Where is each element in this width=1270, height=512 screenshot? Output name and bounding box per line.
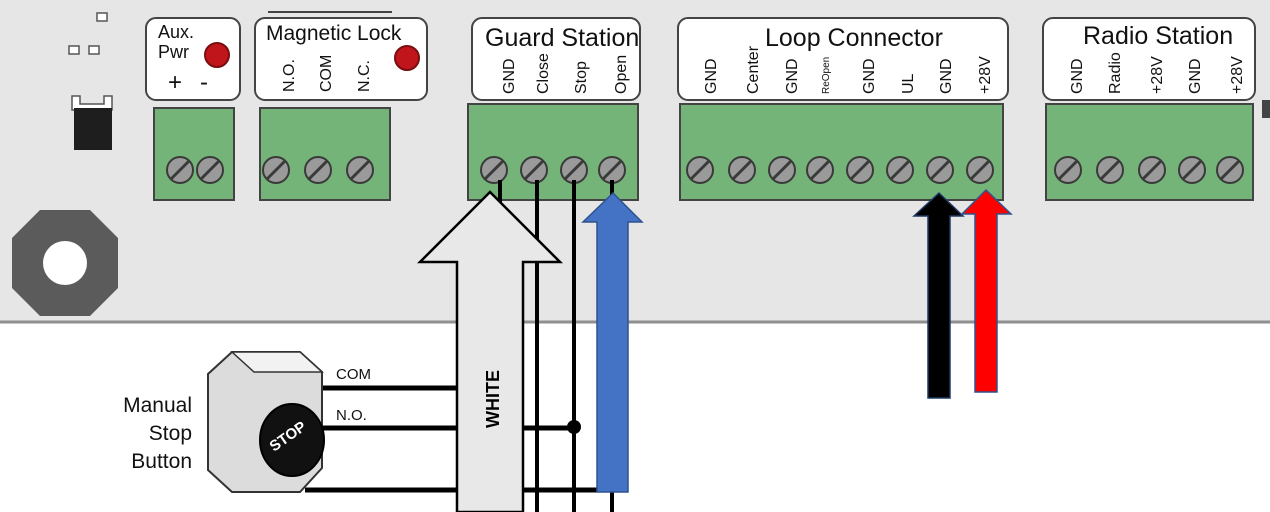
pin-label: +28V — [1149, 56, 1166, 94]
terminal-screw — [346, 156, 374, 184]
terminal-screw — [686, 156, 714, 184]
terminal-screw — [166, 156, 194, 184]
terminal-screw — [560, 156, 588, 184]
terminal-screw — [1178, 156, 1206, 184]
pin-label: GND — [1069, 58, 1086, 94]
loop-connector-title: Loop Connector — [765, 24, 943, 52]
loop-terminal-block — [679, 103, 1004, 201]
loop-connector-header — [677, 17, 1009, 101]
aux-terminal-block — [153, 107, 235, 201]
guard-station-title: Guard Station — [485, 24, 639, 52]
terminal-screw — [1216, 156, 1244, 184]
magnetic-lock-led — [394, 45, 420, 71]
terminal-screw — [806, 156, 834, 184]
pin-label: +28V — [977, 56, 994, 94]
terminal-blocks — [153, 103, 1254, 201]
terminal-screw — [728, 156, 756, 184]
jumper-block — [74, 108, 112, 150]
pin-label: Center — [745, 45, 762, 94]
aux-pin-minus: - — [200, 69, 208, 96]
terminal-screw — [966, 156, 994, 184]
pin-label: ReOpen — [821, 57, 832, 94]
terminal-screw — [480, 156, 508, 184]
magnetic-lock-terminal-block — [259, 107, 391, 201]
aux-title-line2: Pwr — [158, 42, 189, 62]
guard-station-terminal-block — [467, 103, 639, 201]
pin-label: GND — [501, 58, 518, 94]
pin-label: GND — [938, 58, 955, 94]
pin-label: GND — [1187, 58, 1204, 94]
terminal-screw — [304, 156, 332, 184]
pin-label: Close — [535, 53, 552, 94]
terminal-screw — [1096, 156, 1124, 184]
terminal-screw — [1138, 156, 1166, 184]
terminal-screw — [846, 156, 874, 184]
magnetic-lock-title: Magnetic Lock — [266, 22, 402, 45]
terminal-screw — [1054, 156, 1082, 184]
pin-label: N.O. — [281, 59, 298, 92]
red-arrow — [960, 188, 1013, 393]
radio-station-header — [1042, 17, 1256, 101]
pin-label: N.C. — [356, 60, 373, 92]
terminal-screw — [598, 156, 626, 184]
pin-label: +28V — [1229, 56, 1246, 94]
com-wire-label: COM — [336, 366, 371, 383]
aux-led — [204, 42, 230, 68]
manual-stop-label-line1: Manual — [123, 394, 192, 417]
magnetic-lock-header — [254, 17, 428, 101]
pin-label: Stop — [573, 61, 590, 94]
terminal-screw — [196, 156, 224, 184]
terminal-screw — [262, 156, 290, 184]
pin-label: Open — [613, 55, 630, 94]
manual-stop-label-line2: Stop — [149, 422, 192, 445]
aux-power-header — [145, 17, 241, 101]
block-headers — [145, 17, 1256, 101]
guard-station-header — [471, 17, 641, 101]
aux-pin-plus: + — [168, 69, 182, 96]
pin-label: GND — [703, 58, 720, 94]
aux-title-line1: Aux. — [158, 22, 194, 42]
pin-label: Radio — [1107, 52, 1124, 94]
board-components — [12, 12, 118, 316]
radio-station-title: Radio Station — [1083, 22, 1233, 50]
black-arrow — [912, 191, 965, 399]
pin-label: GND — [861, 58, 878, 94]
no-wire-label: N.O. — [336, 407, 367, 424]
pin-label: COM — [318, 55, 335, 92]
radio-terminal-block — [1045, 103, 1254, 201]
white-arrow — [416, 190, 564, 512]
blue-arrow — [581, 191, 644, 493]
stop-button-face — [259, 403, 325, 477]
white-arrow-label: WHITE — [483, 370, 503, 428]
terminal-screw — [768, 156, 796, 184]
terminal-screw — [886, 156, 914, 184]
terminal-screws — [166, 156, 1244, 184]
pin-label: UL — [900, 73, 917, 94]
terminal-screw — [926, 156, 954, 184]
manual-stop-label-line3: Button — [131, 450, 192, 473]
manual-stop-button: STOP — [207, 351, 325, 493]
terminal-screw — [520, 156, 548, 184]
pin-label: GND — [784, 58, 801, 94]
